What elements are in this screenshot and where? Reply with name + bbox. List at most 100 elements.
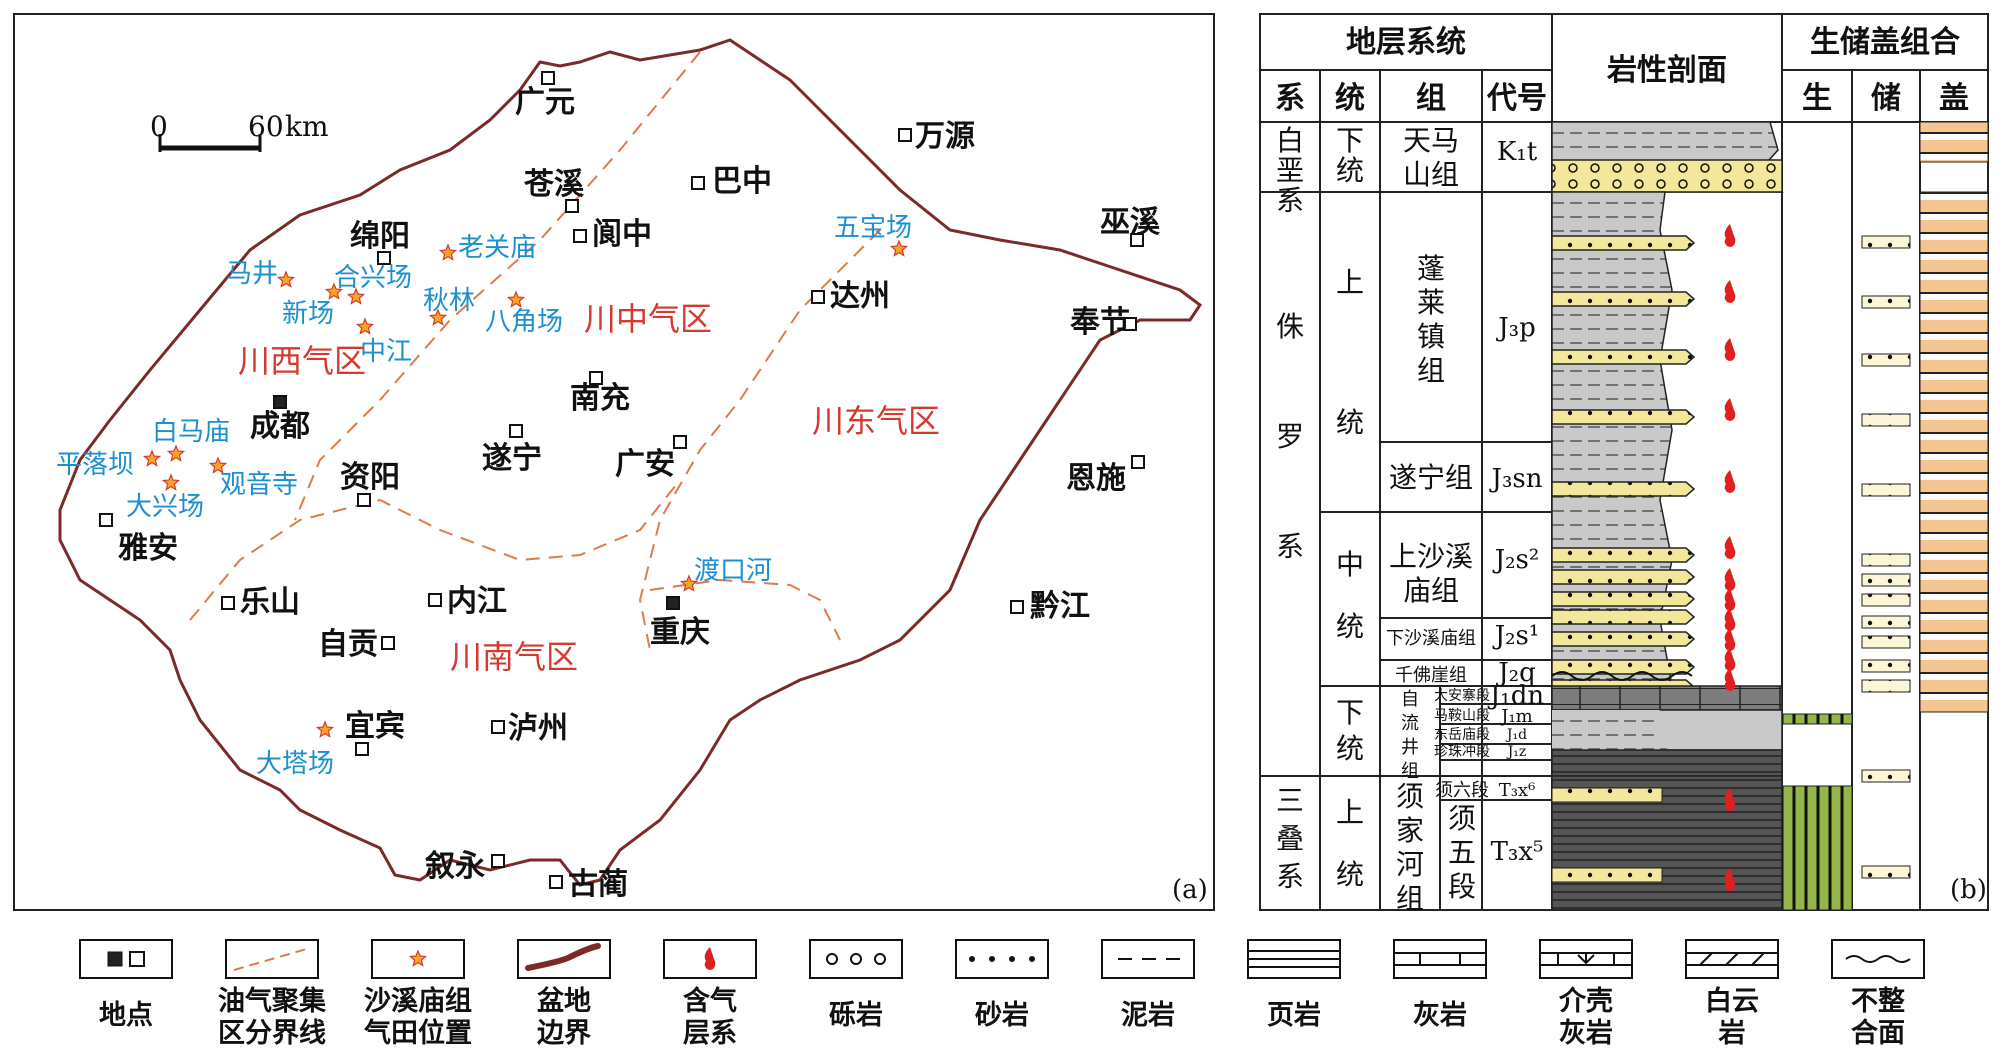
reservoir-bed <box>1861 413 1911 427</box>
city-label: 巴中 <box>712 164 772 199</box>
legend-label: 介壳灰岩 <box>1558 986 1613 1049</box>
gas-field-star-icon <box>355 317 375 335</box>
formation-label: 千佛崖组 <box>1395 665 1467 686</box>
zone-line-southeast <box>649 578 841 641</box>
reservoir-bed <box>1861 353 1911 367</box>
scale-zero: 0 <box>150 110 168 143</box>
formation-code: K₁t <box>1497 137 1538 167</box>
panel-b-column: 地层系统 岩性剖面 生储盖组合 系 统 组 代号 生 储 盖 白垩系侏罗系三叠系… <box>1259 13 1989 915</box>
sandstone-icon <box>969 956 1035 962</box>
gas-flame-icon <box>704 947 716 970</box>
legend-item: 砂岩 <box>955 939 1049 1031</box>
city-label: 泸州 <box>508 711 568 746</box>
formation-label: 自流井组 <box>1401 689 1419 782</box>
legend-label: 沙溪庙组气田位置 <box>363 985 472 1049</box>
member-code: J₁z <box>1506 744 1527 760</box>
sandstone-bed <box>1551 409 1696 425</box>
gas-field-star-icon <box>166 444 186 462</box>
gas-flame-icon <box>1724 628 1736 651</box>
sandstone-bed <box>1551 291 1696 307</box>
reservoir-bed <box>1861 865 1911 879</box>
legend-item: 白云岩 <box>1685 939 1779 1049</box>
location-icon <box>589 371 603 385</box>
sandstone-bed <box>1551 235 1696 251</box>
legend-label: 不整合面 <box>1851 986 1905 1049</box>
location-icon <box>377 251 391 265</box>
city-label: 达州 <box>830 279 890 314</box>
city-label: 奉节 <box>1070 305 1130 340</box>
formation-label: 须家河组 <box>1396 780 1424 915</box>
member-label: 马鞍山段 <box>1434 708 1490 724</box>
location-icon <box>357 493 371 507</box>
header-source: 生 <box>1802 81 1832 116</box>
sandstone-bed <box>1551 547 1696 563</box>
member-code: T₃x⁶ <box>1499 780 1536 801</box>
panel-a-map: 0 60 km 广元万源苍溪巴中巫溪绵阳阆中达州奉节成都南充遂宁广安资阳恩施雅安… <box>13 13 1215 911</box>
location-icon <box>1010 600 1024 614</box>
gas-field-star-icon <box>276 270 296 288</box>
formation-label: 蓬莱镇组 <box>1417 252 1445 387</box>
formation-label: 天马山组 <box>1403 124 1459 191</box>
map-labels: 广元万源苍溪巴中巫溪绵阳阆中达州奉节成都南充遂宁广安资阳恩施雅安乐山内江重庆黔江… <box>56 85 1161 902</box>
location-icon <box>355 742 369 756</box>
location-icon <box>99 513 113 527</box>
gas-region-label: 川西气区 <box>238 342 366 380</box>
city-label: 资阳 <box>340 460 400 495</box>
legend-item: 灰岩 <box>1393 939 1487 1031</box>
gas-flame-icon <box>1724 868 1736 891</box>
location-icon <box>107 951 145 967</box>
panel-b-tag: (b) <box>1950 875 1987 905</box>
gas-field-star-icon <box>346 287 366 305</box>
location-icon <box>541 71 555 85</box>
member-label: 须五段 <box>1448 802 1476 903</box>
lithology-column <box>1551 121 1784 911</box>
city-label: 广安 <box>615 447 675 482</box>
location-icon <box>673 435 687 449</box>
scale-end: 60 <box>248 110 284 143</box>
gas-field-label: 马井 <box>226 259 278 289</box>
conglomerate-icon <box>826 953 886 965</box>
member-label: 东岳庙段 <box>1434 727 1490 743</box>
city-label: 自贡 <box>318 627 378 662</box>
series-label: 上统 <box>1336 796 1364 891</box>
gas-flame-icon <box>1724 470 1736 493</box>
member-code: J₁d <box>1505 727 1527 743</box>
legend-item: 油气聚集区分界线 <box>218 939 327 1049</box>
legend-item: 介壳灰岩 <box>1539 939 1633 1049</box>
member-label: 大安寨段 <box>1434 687 1490 704</box>
gas-field-star-icon <box>889 239 909 257</box>
shale-icon <box>1248 950 1340 968</box>
basin-boundary <box>58 38 1203 887</box>
gas-field-star-icon <box>161 473 181 491</box>
gas-flame-icon <box>704 947 716 970</box>
member-label: 须六段 <box>1435 780 1489 801</box>
gas-flame-icon <box>1724 608 1736 631</box>
legend-label: 砾岩 <box>829 1000 883 1031</box>
scale-bar: 0 60 km <box>150 110 329 152</box>
map-frame <box>13 13 1215 911</box>
gas-field-star-icon <box>208 456 228 474</box>
city-label: 万源 <box>915 119 975 154</box>
legend-item: 泥岩 <box>1101 939 1195 1031</box>
legend-label: 灰岩 <box>1413 1000 1467 1031</box>
legend-label: 油气聚集区分界线 <box>218 985 327 1049</box>
gas-field-label: 大塔场 <box>256 749 334 779</box>
city-label: 乐山 <box>240 585 300 620</box>
formation-label: 遂宁组 <box>1389 461 1473 494</box>
gas-flame-icon <box>1724 648 1736 671</box>
gas-field-star-icon <box>324 282 344 300</box>
location-icon <box>381 636 395 650</box>
legend-label: 盆地边界 <box>537 985 591 1049</box>
header-litho: 岩性剖面 <box>1607 53 1727 88</box>
location-icon <box>491 854 505 868</box>
location-icon <box>691 176 705 190</box>
city-label: 恩施 <box>1066 461 1126 496</box>
header-system: 系 <box>1275 81 1305 116</box>
gas-flame-icon <box>1724 788 1736 811</box>
series-label: 中统 <box>1336 548 1364 643</box>
map-markers <box>99 71 1145 889</box>
gas-field-label: 观音寺 <box>220 470 298 500</box>
member-code: J₁m <box>1499 706 1533 727</box>
sandstone-bed <box>1551 659 1696 675</box>
